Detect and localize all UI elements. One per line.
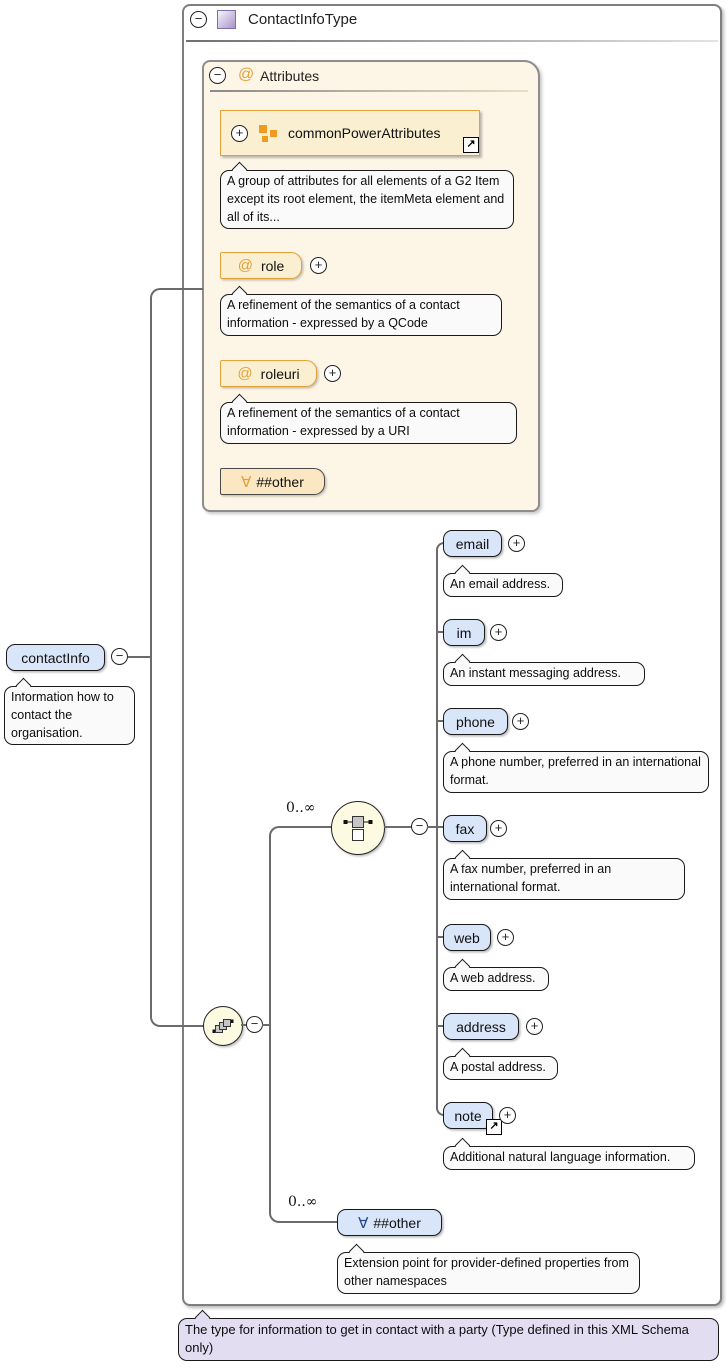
connector (160, 288, 203, 290)
connector-corner (150, 288, 162, 300)
choice-occurs-label: 0..∞ (286, 800, 316, 816)
forall-icon: ∀ (241, 473, 252, 491)
collapse-choice-toggle[interactable]: − (411, 818, 428, 835)
connector-corner (436, 1107, 445, 1116)
commonpowerattributes-doc: A group of attributes for all elements o… (220, 161, 514, 230)
any-element-label: ##other (373, 1214, 421, 1231)
type-title: ContactInfoType (248, 11, 358, 28)
expand-role-toggle[interactable]: + (310, 257, 327, 274)
any-element-doc: Extension point for provider-defined pro… (337, 1243, 640, 1294)
any-attribute-label: ##other (256, 473, 304, 490)
attribute-role-label: role (260, 257, 285, 274)
element-web[interactable]: web (443, 924, 491, 951)
connector-corner (269, 1211, 281, 1223)
expand-address-toggle[interactable]: + (526, 1018, 543, 1035)
element-contactinfo[interactable]: contactInfo (6, 644, 105, 671)
at-icon: @ (237, 365, 253, 382)
address-doc: A postal address. (443, 1047, 558, 1080)
attributes-separator (210, 90, 528, 92)
connector-corner (436, 542, 445, 551)
connector (241, 1024, 248, 1026)
collapse-sequence-toggle[interactable]: − (246, 1016, 263, 1033)
connector (279, 1221, 338, 1223)
attributes-title: Attributes (260, 68, 320, 84)
collapse-contactinfo-toggle[interactable]: − (111, 648, 128, 665)
complex-type-icon (217, 10, 236, 29)
connector (436, 1025, 444, 1027)
reference-arrow-icon[interactable]: ↗ (486, 1119, 502, 1135)
connector (436, 631, 444, 633)
element-web-label: web (454, 929, 480, 946)
element-email-label: email (455, 535, 490, 552)
expand-email-toggle[interactable]: + (508, 535, 525, 552)
attribute-role[interactable]: @ role (220, 252, 302, 279)
attributes-at-icon: @ (238, 66, 255, 83)
element-fax-label: fax (455, 820, 475, 837)
connector (436, 550, 438, 1109)
phone-doc: A phone number, preferred in an internat… (443, 742, 709, 793)
im-doc: An instant messaging address. (443, 653, 645, 686)
connector (262, 1024, 271, 1026)
roleuri-doc: A refinement of the semantics of a conta… (220, 393, 517, 444)
connector (384, 826, 412, 828)
attribute-roleuri[interactable]: @ roleuri (220, 360, 317, 387)
element-fax[interactable]: fax (443, 815, 487, 842)
attribute-group-icon (259, 124, 277, 142)
element-note-label: note (454, 1107, 482, 1124)
connector (279, 826, 332, 828)
element-note[interactable]: note ↗ (443, 1102, 502, 1135)
forall-icon: ∀ (358, 1214, 369, 1232)
expand-note-toggle[interactable]: + (499, 1107, 516, 1124)
sequence-icon (212, 1019, 234, 1033)
reference-arrow-icon[interactable]: ↗ (463, 137, 479, 153)
connector (436, 720, 444, 722)
element-contactinfo-label: contactInfo (21, 649, 90, 666)
expand-roleuri-toggle[interactable]: + (324, 365, 341, 382)
expand-fax-toggle[interactable]: + (490, 820, 507, 837)
at-icon: @ (237, 257, 253, 274)
expand-im-toggle[interactable]: + (490, 624, 507, 641)
connector (427, 826, 444, 828)
expand-web-toggle[interactable]: + (497, 929, 514, 946)
collapse-attributes-toggle[interactable]: − (209, 67, 226, 84)
element-address[interactable]: address (443, 1013, 519, 1040)
connector-corner (269, 826, 281, 838)
expand-phone-toggle[interactable]: + (512, 713, 529, 730)
attribute-group-label: commonPowerAttributes (288, 125, 441, 141)
contactinfo-doc: Information how to contact the organisat… (4, 677, 135, 746)
element-phone[interactable]: phone (443, 708, 508, 735)
role-doc: A refinement of the semantics of a conta… (220, 285, 502, 336)
element-address-label: address (456, 1018, 506, 1035)
title-separator (186, 40, 718, 42)
attribute-group-commonpowerattributes[interactable]: + commonPowerAttributes ↗ (220, 110, 480, 156)
attribute-roleuri-label: roleuri (260, 365, 300, 382)
collapse-type-toggle[interactable]: − (190, 11, 207, 28)
connector (128, 656, 152, 658)
element-email[interactable]: email (443, 530, 502, 557)
expand-commonpowerattributes-toggle[interactable]: + (231, 124, 248, 142)
fax-doc: A fax number, preferred in an internatio… (443, 849, 685, 900)
connector (436, 936, 444, 938)
email-doc: An email address. (443, 564, 563, 597)
sequence-compositor[interactable] (203, 1006, 243, 1046)
any-element-other[interactable]: ∀ ##other (337, 1209, 442, 1236)
any-attribute-other[interactable]: ∀ ##other (220, 468, 325, 495)
type-doc-callout: The type for information to get in conta… (178, 1309, 719, 1361)
element-phone-label: phone (456, 713, 495, 730)
note-doc: Additional natural language information. (443, 1137, 695, 1170)
connector (269, 836, 271, 1213)
choice-compositor[interactable] (331, 801, 385, 855)
any-element-occurs-label: 0..∞ (288, 1194, 318, 1210)
element-im-label: im (456, 624, 472, 641)
element-im[interactable]: im (443, 619, 485, 646)
connector-corner (150, 1015, 162, 1027)
choice-icon (343, 815, 373, 841)
connector (160, 1025, 204, 1027)
web-doc: A web address. (443, 958, 549, 991)
connector (150, 298, 152, 1017)
